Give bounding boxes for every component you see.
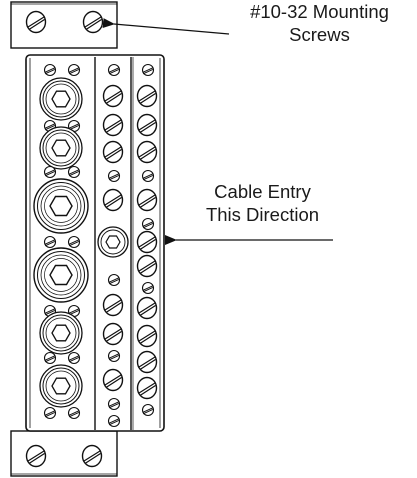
hex-lug-large [33,247,89,303]
mounting-screw-top-right [82,10,104,34]
top-mounting-bracket [10,1,118,49]
mounting-screws-label-line1: #10-32 Mounting [250,1,389,22]
hex-lug-large [33,178,89,234]
hex-lug [39,364,83,408]
mounting-screws-arrow [102,18,230,35]
cable-entry-label-line2: This Direction [205,204,320,225]
right-screw-column [136,63,158,417]
bottom-mounting-bracket [10,430,118,477]
mounting-screw-bottom-right [81,444,103,468]
mounting-screws-label-line2: Screws [289,24,350,45]
mounting-screw-top-left [25,10,47,34]
cable-entry-label-line1: Cable Entry [214,181,311,202]
hex-lug [39,311,83,355]
cable-entry-label: Cable Entry This Direction [170,180,355,226]
mounting-screws-label: #10-32 Mounting Screws [222,0,417,46]
hex-lug [39,126,83,170]
middle-screw-column [97,63,129,428]
hex-lug [39,77,83,121]
hex-lug-small [97,226,129,258]
mounting-screw-bottom-left [25,444,47,468]
